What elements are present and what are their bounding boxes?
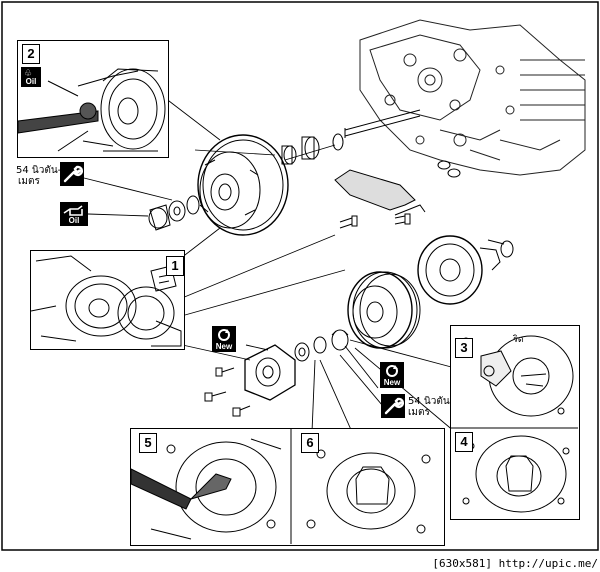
- thrust-washer: [186, 195, 200, 215]
- callout-6: 6: [301, 433, 319, 453]
- oil-icon-label: Oil: [25, 77, 37, 86]
- callout-2: 2: [22, 44, 40, 64]
- torque-value-lower: 54 นิวตัน-: [408, 396, 454, 407]
- clutch-nut-upper: [148, 200, 186, 231]
- callout-5: 5: [139, 433, 157, 453]
- callout-3: 3: [455, 338, 473, 358]
- bolts-guide: [339, 213, 411, 229]
- torque-spec-upper: 54 นิวตัน- เมตร: [16, 165, 61, 187]
- detail-panel-2: 2 ♧ Oil: [17, 40, 169, 158]
- panel-1-artwork: [31, 255, 182, 347]
- panel-2-artwork: [18, 68, 166, 152]
- new-icon-label: New: [383, 378, 401, 387]
- pressure-plate: [244, 344, 296, 401]
- crankcase: [359, 19, 586, 176]
- clutch-boss: [417, 235, 514, 305]
- detail-panel-3-4: 3 ริด 4: [450, 325, 580, 520]
- main-shaft: [344, 109, 421, 137]
- detail-panel-5-6: 5 6: [130, 428, 445, 546]
- lock-washer-parts: [294, 329, 349, 362]
- outer-border: [1, 1, 599, 551]
- collars: [281, 133, 461, 178]
- clutch-plates: [347, 271, 421, 349]
- callout-1: 1: [166, 256, 184, 276]
- callout-4: 4: [455, 432, 473, 452]
- new-icon-label: New: [215, 342, 233, 351]
- image-host-footer: [630x581] http://upic.me/: [432, 557, 598, 570]
- clutch-housing: [197, 134, 289, 236]
- oil-icon: ♧ Oil: [21, 67, 41, 87]
- wrench-icon: [60, 162, 84, 186]
- detail-panel-1: 1: [30, 250, 185, 350]
- torque-spec-lower: 54 นิวตัน- เมตร: [408, 396, 453, 418]
- new-part-icon: New: [212, 326, 236, 352]
- chain-guide: [334, 169, 416, 211]
- oil-icon: Oil: [60, 202, 88, 226]
- torque-value-upper: 54 นิวตัน-: [16, 165, 62, 176]
- pressure-bolts: [204, 367, 251, 417]
- oil-icon-label: Oil: [68, 216, 80, 225]
- detail-3-label: ริด: [513, 335, 524, 345]
- panel-5-6-artwork: [131, 429, 431, 544]
- new-part-icon: New: [380, 362, 404, 388]
- wrench-icon: [381, 394, 405, 418]
- torque-unit-upper: เมตร: [18, 176, 40, 187]
- torque-unit-lower: เมตร: [408, 407, 430, 418]
